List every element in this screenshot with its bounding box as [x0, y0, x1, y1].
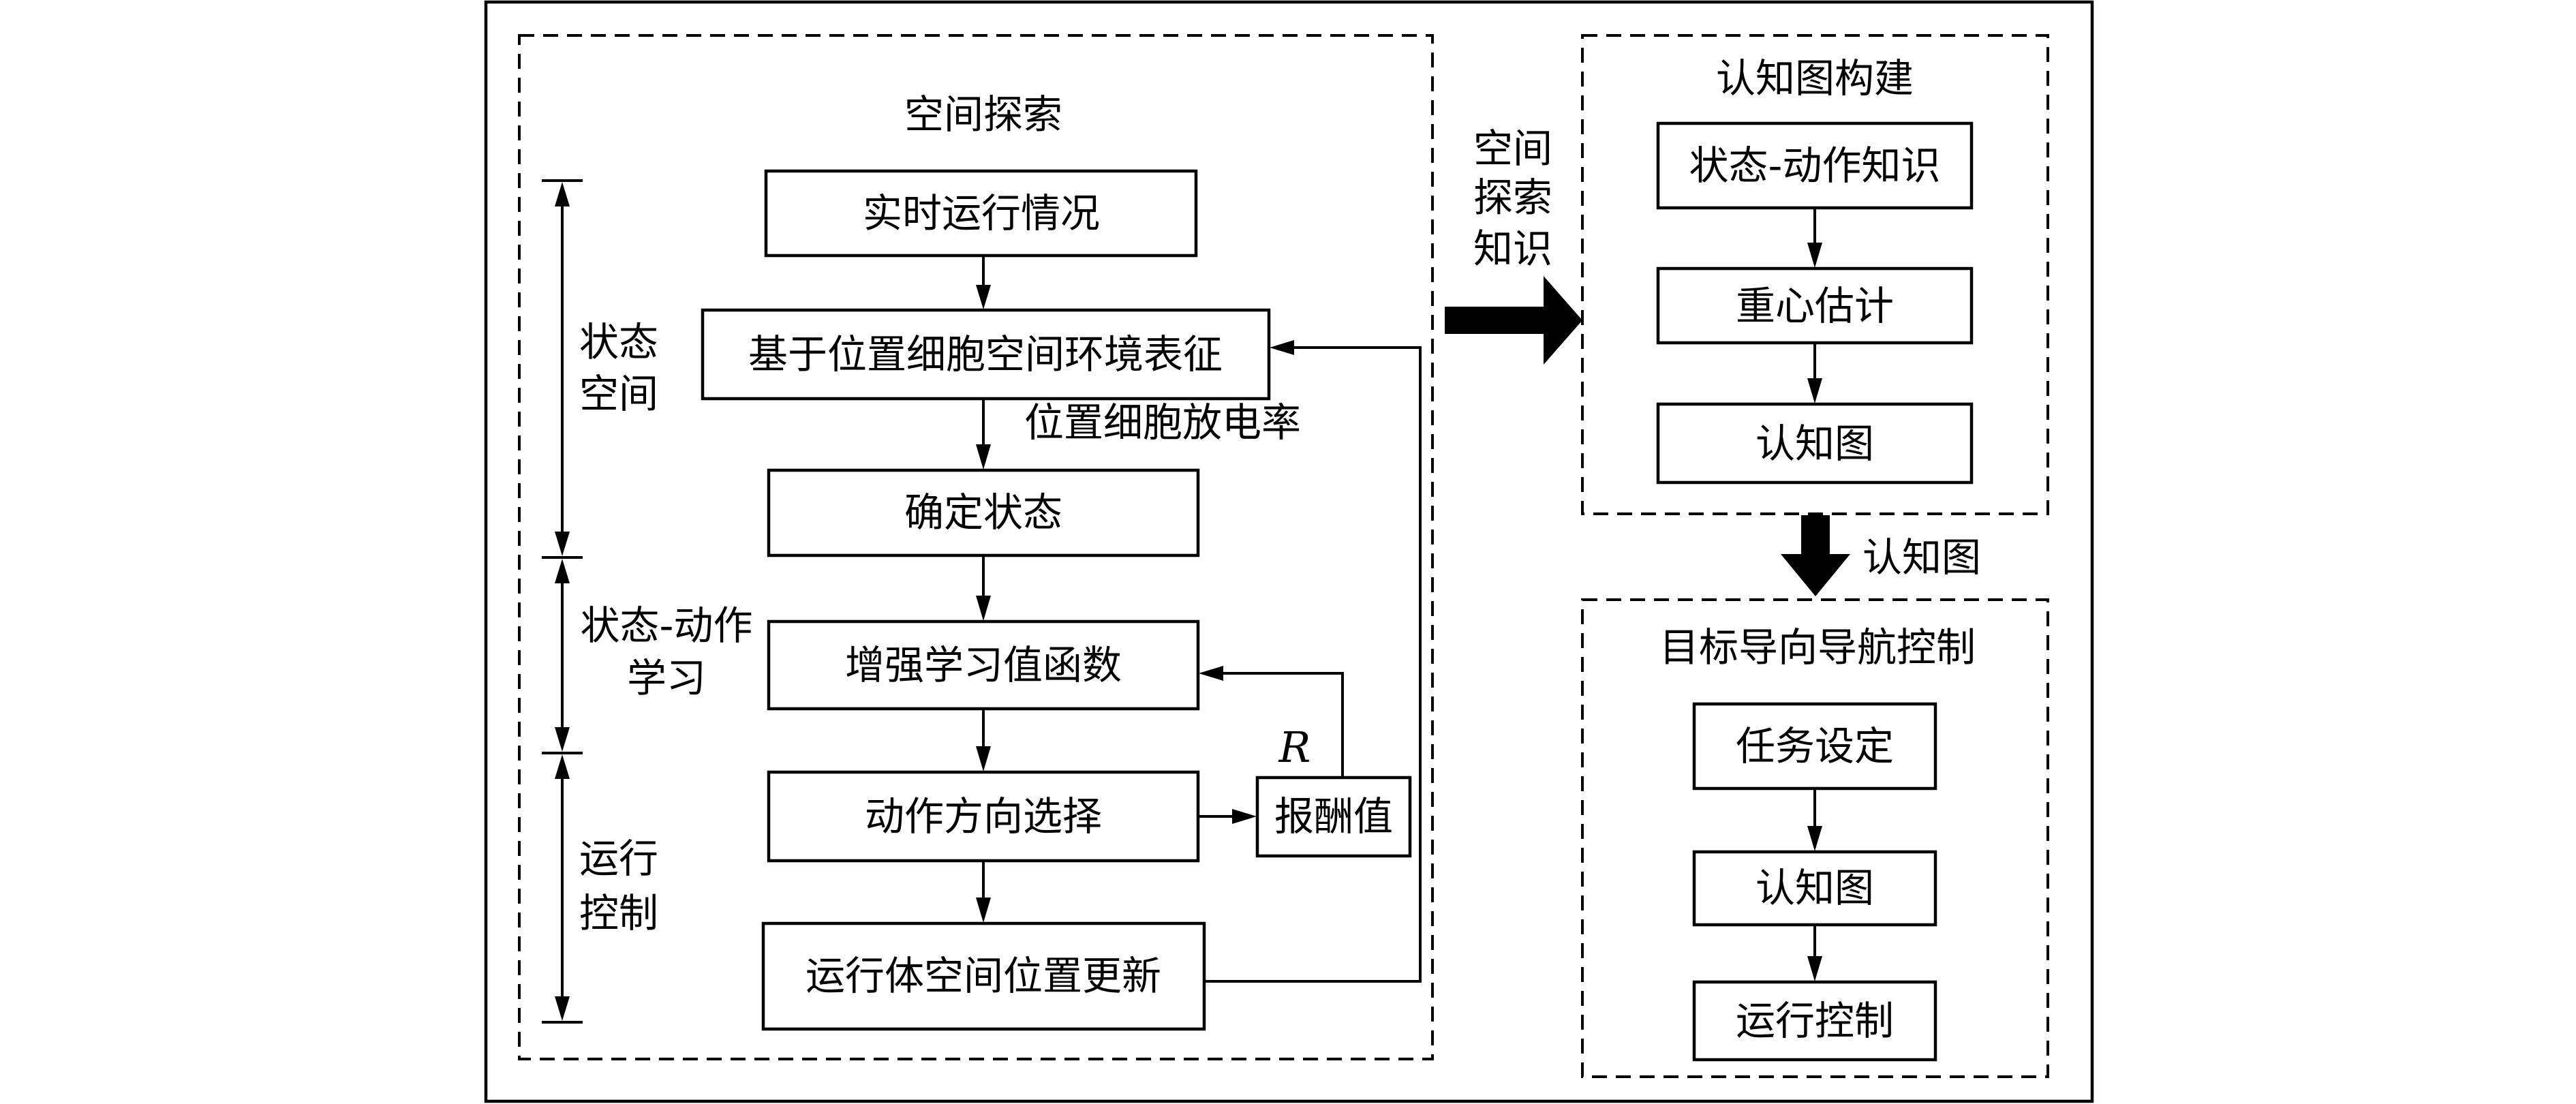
step-run-control-label: 运行控制: [1736, 998, 1894, 1044]
arrow-env-to-state-head: [976, 444, 991, 470]
reward-feedback-line: [1218, 672, 1344, 778]
space-exploration-panel: 空间探索 实时运行情况 基于位置细胞空间环境表征 确定状态 增强学习值函数 动作…: [518, 34, 1434, 1060]
arrow-action-to-update-head: [976, 898, 991, 923]
step-realtime-label: 实时运行情况: [863, 190, 1100, 236]
goal-navigation-frame: [1581, 598, 2049, 1078]
side-brackets: [542, 179, 583, 1024]
cognitive-map-build-frame: [1581, 34, 2049, 515]
step-cogmap-build-label: 认知图: [1755, 420, 1874, 467]
step-action-select-label: 动作方向选择: [865, 793, 1102, 840]
update-feedback-line: [1204, 346, 1422, 983]
arrow-task-to-cogmap: [1807, 826, 1822, 851]
arrow-state-to-rl-head: [976, 596, 991, 621]
step-cogmap-nav-label: 认知图: [1755, 865, 1874, 911]
step-cogmap-build: 认知图: [1656, 402, 1974, 485]
side-label-state-action-1: 状态-动作: [581, 602, 753, 649]
transfer-label-1: 空间: [1473, 125, 1552, 172]
arrow-action-to-reward-head: [1232, 809, 1257, 824]
side-label-state-action-2: 学习: [627, 655, 706, 701]
firing-rate-label: 位置细胞放电率: [1024, 399, 1301, 446]
transfer-label-2: 探索: [1473, 174, 1552, 221]
step-task-setting: 任务设定: [1692, 702, 1937, 791]
step-task-setting-label: 任务设定: [1736, 723, 1894, 769]
step-sa-knowledge-label: 状态-动作知识: [1689, 142, 1941, 189]
reward-symbol: R: [1278, 722, 1311, 772]
goal-navigation-title: 目标导向导航控制: [1659, 624, 1976, 671]
arrow-realtime-to-env-head: [976, 285, 991, 309]
down-label: 认知图: [1862, 534, 1981, 581]
arrow-cogmap-to-control: [1807, 956, 1822, 981]
goal-navigation-panel: 目标导向导航控制 任务设定 认知图 运行控制: [1581, 598, 2049, 1078]
transfer-label-3: 知识: [1473, 226, 1552, 272]
step-centroid: 重心估计: [1656, 266, 1974, 345]
step-determine-state-label: 确定状态: [904, 489, 1062, 536]
cognitive-map-build-panel: 认知图构建 状态-动作知识 重心估计 认知图: [1581, 34, 2049, 515]
arrow-rl-to-action-head: [976, 746, 991, 771]
side-label-state-space-2: 空间: [579, 371, 658, 417]
flow-arrows: [976, 256, 1422, 983]
step-env-repr-label: 基于位置细胞空间环境表征: [748, 331, 1223, 378]
step-run-control: 运行控制: [1692, 980, 1937, 1062]
step-reward-label: 报酬值: [1274, 793, 1393, 840]
side-label-run-control-1: 运行: [579, 835, 658, 882]
step-action-select: 动作方向选择: [767, 770, 1200, 863]
step-sa-knowledge: 状态-动作知识: [1656, 121, 1974, 210]
transfer-arrow: [1445, 276, 1582, 365]
step-reward: 报酬值: [1255, 776, 1412, 858]
space-exploration-title: 空间探索: [904, 91, 1062, 138]
side-label-state-space-1: 状态: [579, 319, 658, 365]
cognitive-map-build-title: 认知图构建: [1716, 55, 1914, 102]
step-determine-state: 确定状态: [767, 468, 1200, 557]
step-cogmap-nav: 认知图: [1692, 850, 1937, 927]
step-realtime: 实时运行情况: [764, 169, 1198, 258]
arrow-sa-to-centroid: [1807, 243, 1822, 268]
update-feedback-head: [1270, 340, 1294, 355]
step-rl-value: 增强学习值函数: [767, 619, 1200, 711]
step-centroid-label: 重心估计: [1736, 283, 1894, 329]
step-rl-value-label: 增强学习值函数: [845, 642, 1122, 688]
step-env-repr: 基于位置细胞空间环境表征: [701, 308, 1271, 401]
down-arrow: [1781, 515, 1850, 596]
arrow-centroid-to-cogmap: [1807, 378, 1822, 403]
step-pos-update: 运行体空间位置更新: [761, 921, 1206, 1031]
reward-feedback-head: [1199, 666, 1223, 681]
side-label-run-control-2: 控制: [579, 890, 658, 936]
space-exploration-frame: [518, 34, 1434, 1060]
step-pos-update-label: 运行体空间位置更新: [806, 953, 1161, 999]
